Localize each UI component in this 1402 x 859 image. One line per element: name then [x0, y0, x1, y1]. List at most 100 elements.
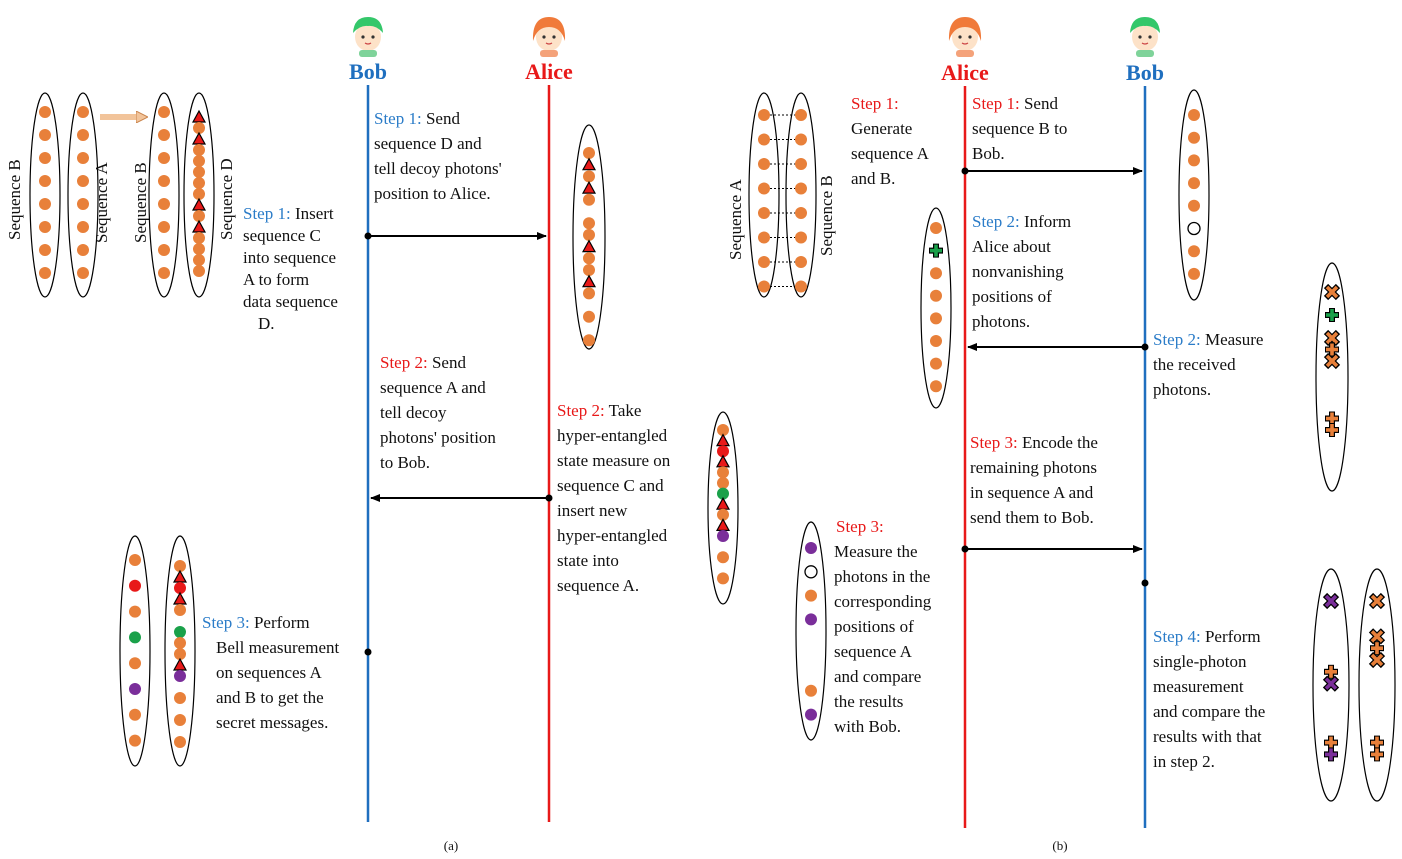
step-label: Step 3: — [836, 517, 884, 536]
photon — [193, 254, 205, 266]
photon — [77, 175, 89, 187]
photon — [39, 129, 51, 141]
decoy-photon — [581, 239, 597, 253]
sequence-b-ellipse — [29, 92, 61, 298]
photon — [1188, 199, 1200, 212]
sequence-a-ellipse — [748, 92, 780, 298]
sequence-label: Sequence B — [817, 175, 836, 256]
photon-ellipse — [795, 521, 827, 741]
step-label: Step 2: — [380, 353, 428, 372]
bob-label: Bob — [1126, 60, 1164, 85]
panel-caption: (b) — [1052, 838, 1067, 853]
photon — [129, 579, 141, 592]
photon — [583, 193, 595, 206]
step-label: Step 2: — [557, 401, 605, 420]
diagonal-basis-photon — [1322, 675, 1340, 692]
diagonal-basis-photon — [1368, 651, 1386, 669]
sequence-d-ellipse — [183, 92, 215, 298]
rectilinear-basis-photon — [1324, 735, 1338, 750]
decoy-photon — [715, 454, 731, 468]
photon — [39, 244, 51, 256]
decoy-photon — [172, 569, 188, 583]
photon — [129, 605, 141, 618]
photon — [758, 280, 770, 293]
photon — [129, 554, 141, 566]
decoy-photon — [715, 518, 731, 531]
sequence-label: Sequence B — [131, 162, 150, 243]
panel-b: Alice Bob Sequence A Sequence B Step 1: … — [726, 17, 1396, 853]
photon — [805, 589, 817, 602]
bob-avatar-icon — [353, 17, 383, 57]
photon — [1188, 267, 1200, 280]
photon-ellipse — [119, 535, 151, 767]
photon — [158, 152, 170, 164]
sequence-b-ellipse — [148, 92, 180, 298]
rectilinear-basis-photon — [1324, 664, 1338, 679]
photon — [717, 508, 729, 521]
photon — [583, 334, 595, 347]
decoy-photon — [172, 591, 188, 605]
diagonal-basis-photon — [1322, 592, 1340, 610]
photon — [174, 648, 186, 660]
photon — [39, 198, 51, 210]
photon-group — [39, 106, 731, 748]
step-text: Step 1: Send sequence D and tell decoy p… — [374, 109, 506, 203]
photon — [583, 287, 595, 300]
photon — [193, 188, 205, 200]
photon-ellipse — [1315, 262, 1349, 492]
photon — [77, 221, 89, 233]
photon — [930, 380, 942, 393]
photon — [39, 267, 51, 279]
panel-caption: (a) — [444, 838, 458, 853]
step-label: Step 1: — [243, 204, 291, 223]
photon — [77, 244, 89, 256]
photon-ellipse — [164, 535, 196, 767]
photon — [174, 670, 186, 682]
photon — [39, 106, 51, 118]
diagonal-basis-photon — [1323, 352, 1341, 370]
photon — [193, 144, 205, 156]
photon — [795, 109, 807, 121]
decoy-photon — [715, 496, 731, 510]
photon — [193, 122, 205, 134]
photon — [717, 445, 729, 458]
vacant-photon — [804, 565, 818, 579]
photon — [174, 582, 186, 594]
photon — [758, 182, 770, 195]
photon — [77, 152, 89, 164]
photon — [717, 487, 729, 500]
photon — [758, 133, 770, 146]
rectilinear-basis-photon — [929, 243, 943, 258]
photon — [193, 166, 205, 178]
photon — [1188, 109, 1200, 121]
photon — [717, 572, 729, 585]
photon — [174, 560, 186, 572]
message-dot — [1141, 579, 1149, 587]
step-label: Step 1: — [374, 109, 422, 128]
photon — [39, 221, 51, 233]
step-label: Step 3: — [970, 433, 1018, 452]
sequence-b-ellipse — [785, 92, 817, 298]
photon-ellipse — [1312, 568, 1350, 802]
photon — [717, 424, 729, 436]
photon — [583, 228, 595, 241]
photon — [77, 198, 89, 210]
photon — [758, 109, 770, 121]
photon — [129, 657, 141, 670]
photon — [193, 177, 205, 189]
photon — [583, 264, 595, 276]
alice-avatar-icon — [532, 17, 566, 57]
photon — [583, 147, 595, 159]
photon — [717, 551, 729, 564]
photon — [583, 217, 595, 230]
rectilinear-basis-photon — [1324, 747, 1338, 762]
photon-group — [758, 109, 1386, 762]
rectilinear-basis-photon — [1325, 423, 1339, 437]
decoy-photon — [191, 131, 207, 145]
photon — [758, 256, 770, 268]
step-label: Step 1: — [851, 94, 899, 113]
vacant-photon — [1187, 221, 1201, 236]
rectilinear-basis-photon — [1370, 735, 1384, 750]
step-label: Step 2: — [1153, 330, 1201, 349]
